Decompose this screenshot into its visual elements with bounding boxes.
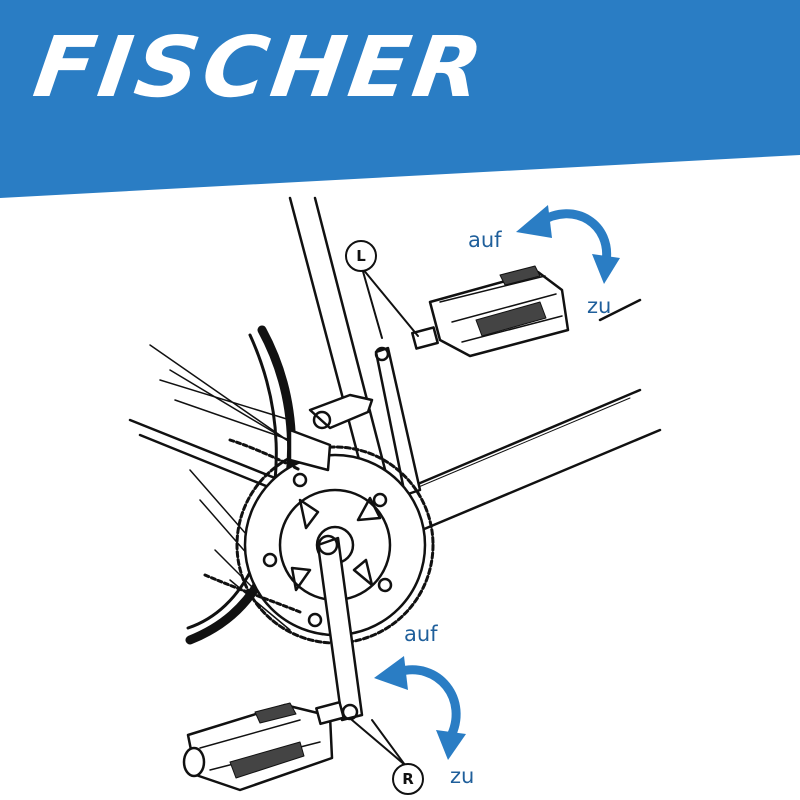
- brand-banner: [0, 0, 800, 198]
- right-crank-arm: [316, 534, 364, 722]
- callout-left-pedal: L: [345, 240, 377, 272]
- label-close-left: zu: [587, 294, 612, 318]
- rotation-arrow-bottom: [393, 665, 461, 743]
- rotation-arrow-top: [535, 209, 612, 267]
- label-open-left: auf: [468, 228, 502, 252]
- callout-l-leader: [361, 267, 419, 339]
- label-open-right: auf: [404, 622, 438, 646]
- arrowhead-auf-bottom: [374, 656, 408, 690]
- label-close-right: zu: [450, 764, 475, 788]
- bike-chain: [203, 438, 302, 614]
- front-derailleur: [288, 393, 374, 472]
- left-pedal: [411, 265, 570, 358]
- right-pedal: [182, 700, 345, 792]
- left-crank-arm: [374, 346, 422, 497]
- callout-right-pedal: R: [392, 763, 424, 795]
- arrowhead-zu-bottom: [436, 730, 466, 760]
- callout-r-leader: [351, 719, 406, 766]
- arrowhead-auf-top: [516, 205, 552, 238]
- down-tube: [378, 388, 662, 542]
- arrowhead-zu-top: [592, 254, 620, 284]
